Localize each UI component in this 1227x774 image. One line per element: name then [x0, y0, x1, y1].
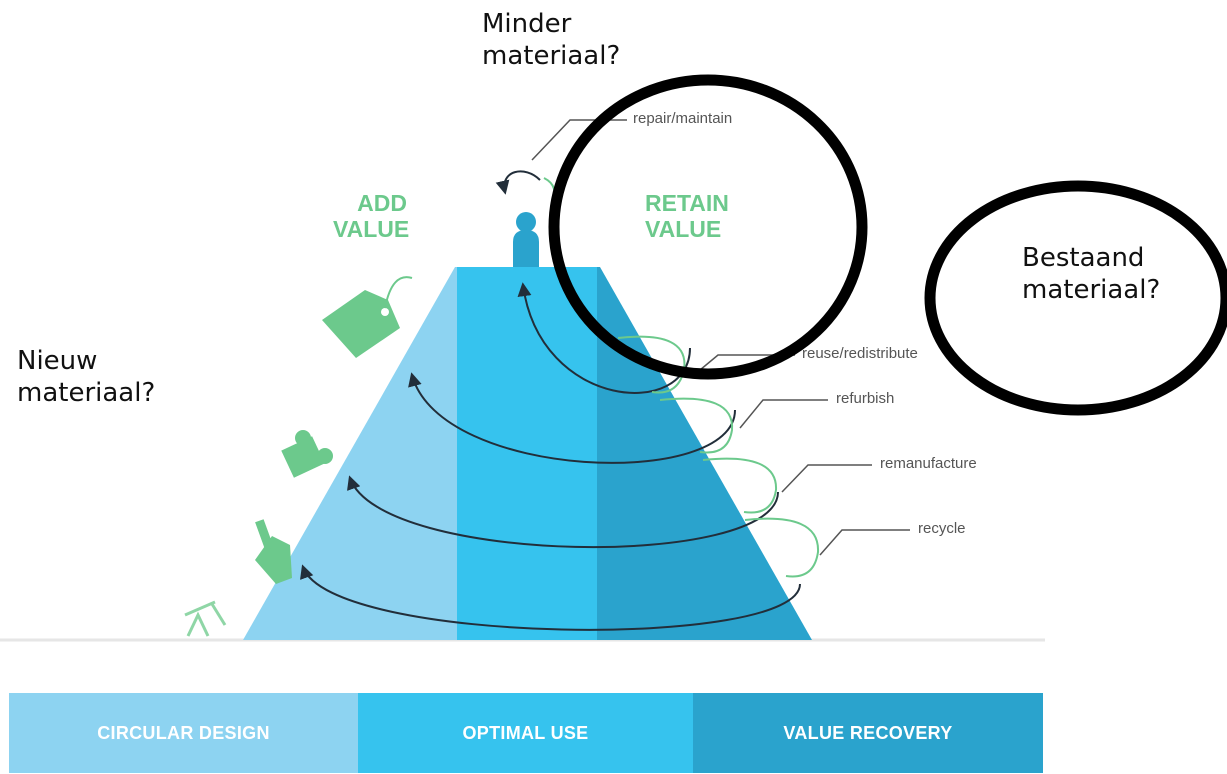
add-value-label: ADD VALUE [333, 190, 410, 242]
oil-pump-icon [184, 600, 227, 637]
person-icon [513, 212, 539, 267]
step-label-remanufacture: remanufacture [880, 455, 977, 472]
highlight-circle-retain [548, 74, 868, 380]
puzzle-piece-icon [281, 430, 333, 478]
note-bestaand-materiaal: Bestaand materiaal? [1022, 243, 1161, 305]
bar-value-recovery: VALUE RECOVERY [693, 693, 1043, 773]
step-label-refurbish: refurbish [836, 390, 895, 407]
repair-loop-arrow [495, 170, 541, 195]
step-label-repair-maintain: repair/maintain [633, 110, 733, 127]
leader-recycle [819, 529, 910, 556]
bar-circular-design: CIRCULAR DESIGN [9, 693, 358, 773]
retain-value-label: RETAIN VALUE [645, 190, 729, 242]
leader-refurbish [739, 399, 828, 429]
note-nieuw-materiaal: Nieuw materiaal? [17, 346, 156, 408]
factory-icon [255, 519, 292, 584]
step-label-reuse-redistribute: reuse/redistribute [802, 345, 918, 362]
loop-arrow-refurbish [408, 372, 736, 464]
price-tag-icon [322, 276, 413, 358]
pyramid-add-value-segment [243, 267, 457, 640]
highlight-circle-bestaand [924, 180, 1227, 416]
step-label-recycle: recycle [918, 520, 966, 537]
loop-arrow-recycle [300, 564, 801, 631]
leader-reuse [699, 354, 795, 371]
leader-remanufacture [781, 464, 872, 493]
note-minder-materiaal: Minder materiaal? [482, 9, 621, 71]
bar-optimal-use: OPTIMAL USE [358, 693, 693, 773]
green-side-loops [617, 335, 820, 578]
